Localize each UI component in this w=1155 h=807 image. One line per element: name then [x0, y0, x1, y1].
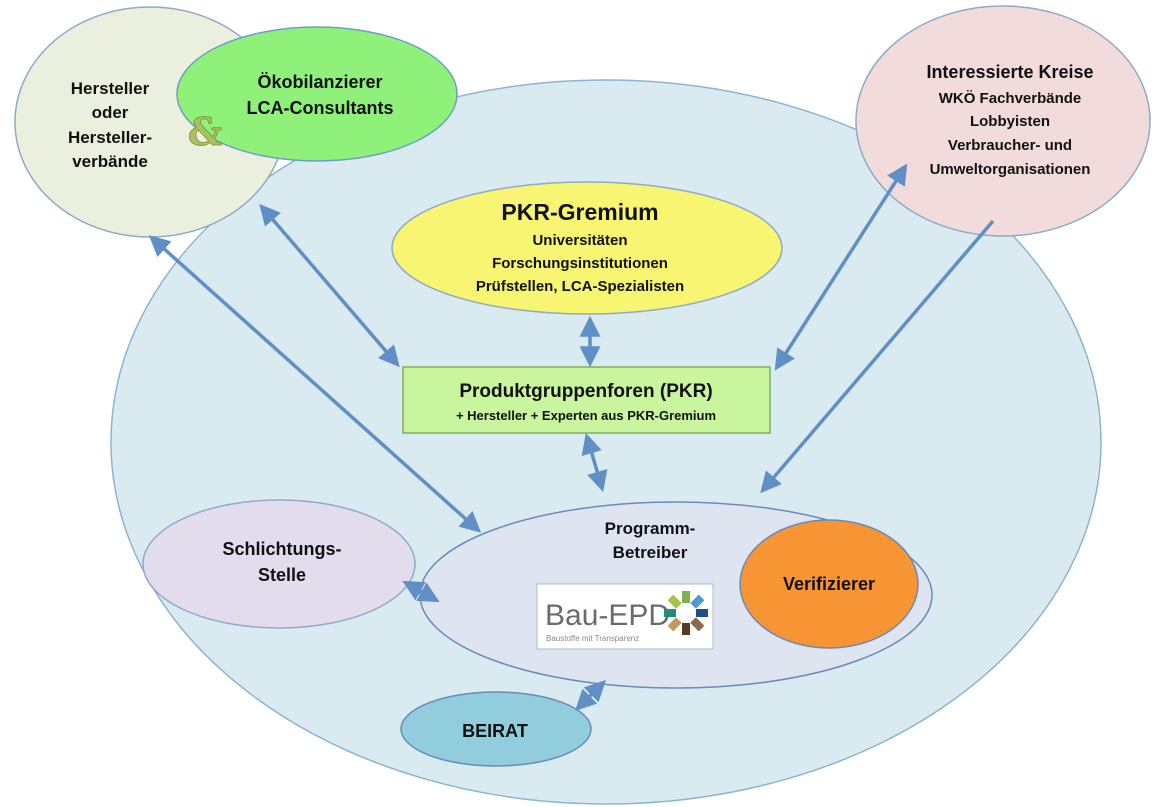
schlichtungsstelle-line-1: Schlichtungs-	[222, 539, 341, 559]
oekobilanzierer-node	[176, 26, 458, 162]
programm-betreiber-line-1: Programm-	[605, 519, 696, 538]
arrow-foren-programm	[581, 432, 608, 493]
arrow-schlichtung-programm	[402, 580, 440, 603]
hersteller-line-3: Hersteller-	[68, 128, 152, 147]
arrow-interessierte-foren	[774, 163, 908, 371]
oekobilanzierer-line-2: LCA-Consultants	[247, 98, 394, 118]
programm-betreiber-line-2: Betreiber	[613, 543, 688, 562]
produktgruppenforen-title: Produktgruppenforen (PKR)	[459, 381, 712, 402]
arrow-programm-beirat	[575, 680, 606, 711]
pkr-gremium-title: PKR-Gremium	[501, 199, 658, 225]
hersteller-line-1: Hersteller	[71, 79, 150, 98]
pkr-gremium-line-2: Forschungsinstitutionen	[492, 255, 668, 272]
arrow-hersteller-programm	[148, 235, 482, 533]
oekobilanzierer-line-1: Ökobilanzierer	[257, 72, 382, 92]
interessierte-title: Interessierte Kreise	[926, 62, 1093, 82]
verifizierer-label: Verifizierer	[783, 574, 875, 594]
arrow-interessierte-programm	[760, 219, 995, 494]
schlichtungsstelle-node	[142, 499, 416, 629]
hersteller-line-2: oder	[92, 103, 129, 122]
pkr-gremium-line-3: Prüfstellen, LCA-Spezialisten	[476, 278, 684, 295]
logo-tagline: Baustoffe mit Transparenz	[546, 634, 639, 643]
hersteller-line-4: verbände	[72, 152, 148, 171]
interessierte-line-3: Verbraucher- und	[948, 137, 1072, 154]
beirat-label: BEIRAT	[462, 721, 528, 741]
pkr-gremium-line-1: Universitäten	[532, 232, 627, 249]
produktgruppenforen-subtitle: + Hersteller + Experten aus PKR-Gremium	[456, 408, 716, 423]
schlichtungsstelle-line-2: Stelle	[258, 565, 306, 585]
ampersand-icon: &	[188, 109, 222, 154]
connector-arrows	[148, 163, 995, 711]
logo-name: Bau-EPD	[545, 599, 670, 632]
interessierte-kreise-node	[855, 5, 1151, 237]
interessierte-line-2: Lobbyisten	[970, 113, 1050, 130]
interessierte-line-4: Umweltorganisationen	[930, 161, 1091, 178]
beirat-node	[400, 691, 592, 767]
bau-epd-logo: Bau-EPD Baustoffe mit Transparenz	[536, 583, 714, 650]
interessierte-line-1: WKÖ Fachverbände	[939, 90, 1082, 107]
arrow-oekobilanzierer-foren	[259, 203, 400, 368]
logo-mark-icon	[664, 591, 708, 635]
verifizierer-node	[739, 519, 919, 649]
